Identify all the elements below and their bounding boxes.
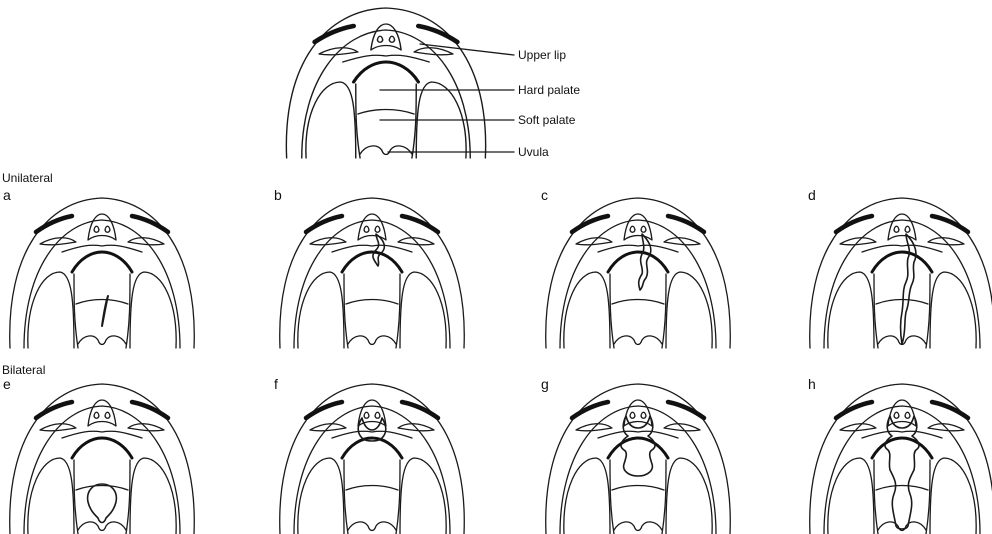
panel-letter-b: b [274,187,282,203]
panel-h [810,384,992,534]
panel-d [810,198,992,348]
cleft-b [373,234,384,266]
panel-letter-g: g [541,376,549,392]
cleft-c [639,234,651,290]
panel-letter-e: e [3,376,11,392]
label-soft-palate: Soft palate [518,113,576,127]
label-hard-palate: Hard palate [518,83,580,97]
panel-g [546,384,731,534]
panel-letter-h: h [808,376,816,392]
panel-f [280,384,465,534]
section-unilateral: Unilateral [2,171,53,185]
panel-letter-c: c [541,187,548,203]
cleft-h [885,416,919,529]
cleft-a [102,296,108,326]
label-upper-lip: Upper lip [518,48,566,62]
panel-e [10,384,195,534]
reference-palate-drawing [286,8,485,158]
label-leader-lines [380,44,514,152]
panel-letter-a: a [3,187,11,203]
panel-a [10,198,195,348]
panel-letter-f: f [274,376,278,392]
label-uvula: Uvula [518,145,549,159]
panel-letter-d: d [808,187,816,203]
cleft-e [88,484,117,523]
panel-b [280,198,465,348]
cleft-d [901,234,916,344]
panel-c [546,198,731,348]
section-bilateral: Bilateral [2,363,45,377]
